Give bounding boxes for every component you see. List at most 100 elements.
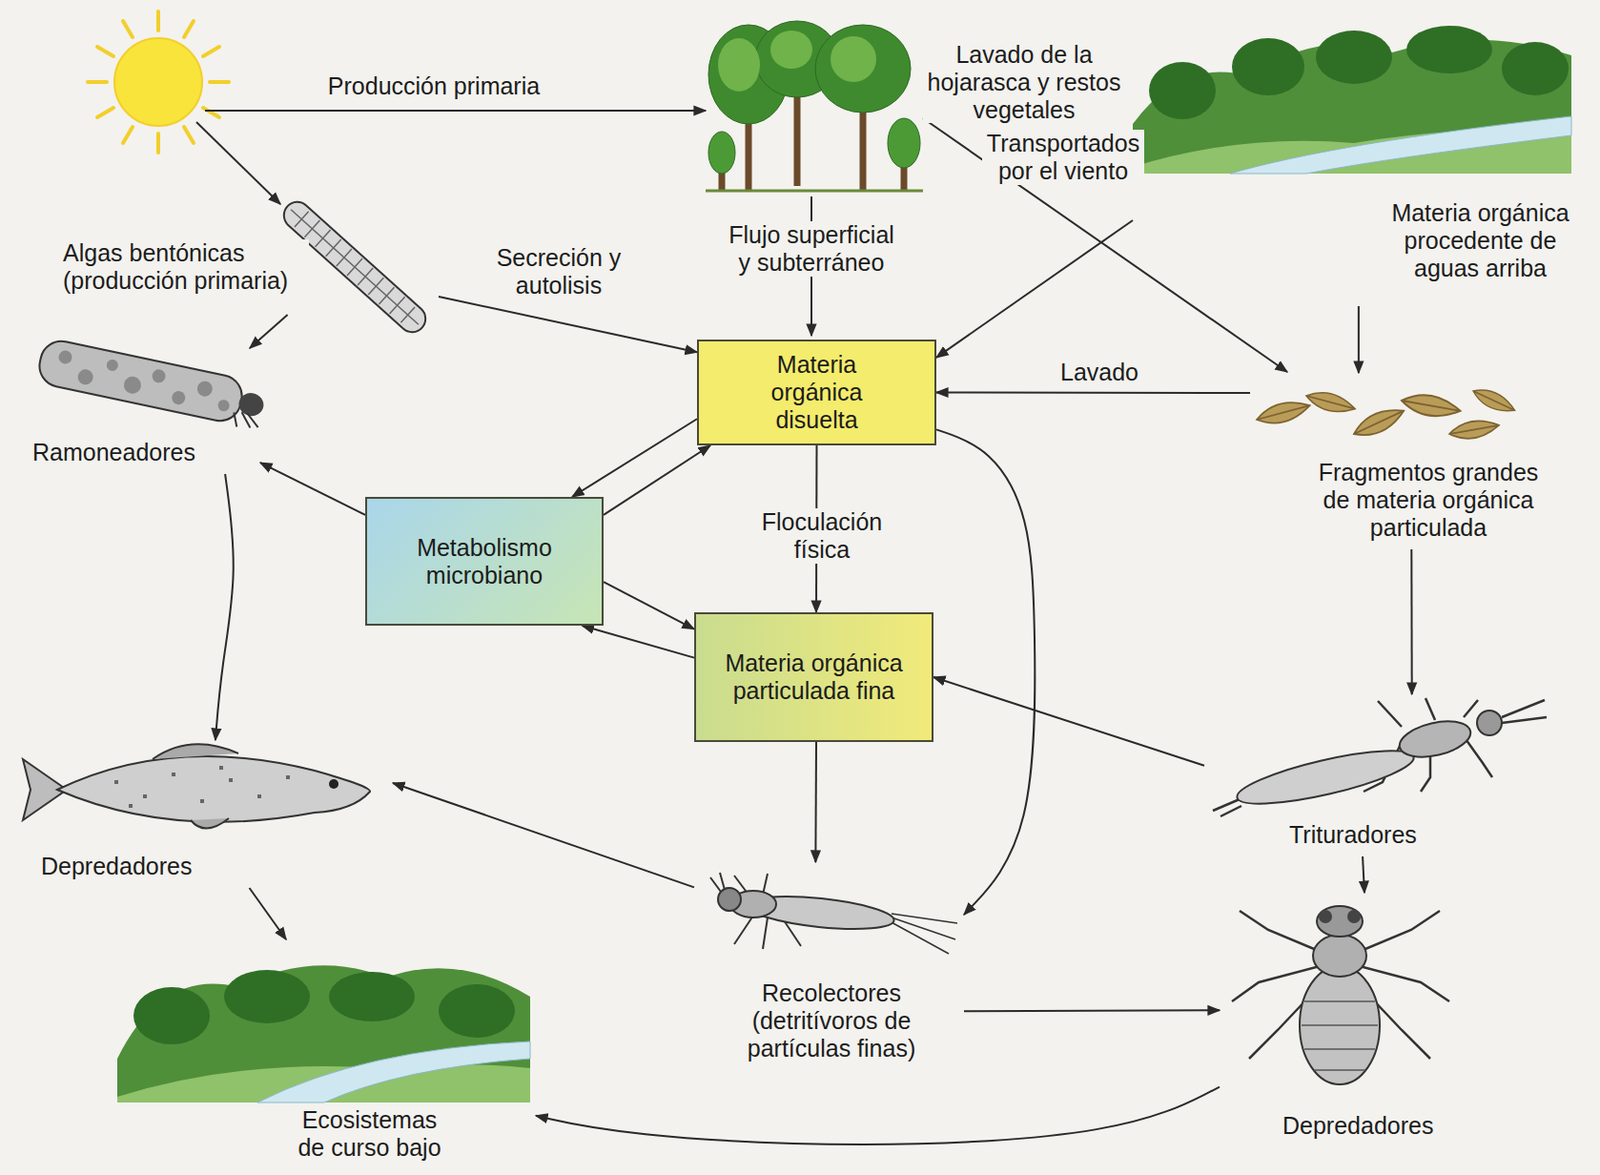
node-label: Algas bentónicas (producción primaria)	[61, 239, 309, 295]
leaf	[1350, 402, 1408, 443]
flow-connector	[603, 445, 711, 515]
organism-group: Algas bentónicas (producción primaria)	[61, 193, 439, 315]
leaf	[1254, 396, 1313, 429]
flow-connector	[582, 625, 696, 658]
leaf-litter	[1254, 384, 1518, 443]
canopy-highlight	[717, 38, 760, 92]
flow-connector	[249, 887, 288, 940]
upstream-landscape	[1132, 25, 1572, 174]
insect-eye	[1318, 909, 1333, 924]
flow-label: Lavado de la hojarasca y restos vegetale…	[923, 41, 1126, 124]
node-label: Ecosistemas de curso bajo	[290, 1106, 449, 1162]
process-box: Metabolismo microbiano	[365, 496, 604, 626]
case-stone	[76, 368, 95, 387]
tree-canopy	[815, 24, 911, 113]
flow-connector	[936, 429, 1035, 915]
leaf	[1447, 416, 1500, 443]
canopy-highlight	[770, 30, 813, 69]
node-label: Recolectores (detritívoros de partículas…	[740, 979, 923, 1062]
flow-connector	[392, 782, 695, 887]
mayfly-nymph	[710, 872, 958, 954]
case-stone	[57, 348, 74, 366]
tree-clump	[1148, 61, 1216, 120]
organism-group: Recolectores (detritívoros de partículas…	[694, 861, 965, 1072]
fish-body	[57, 756, 370, 822]
flow-connector	[535, 1087, 1220, 1145]
flow-label: Producción primaria	[319, 72, 549, 101]
caddis-larva	[35, 337, 268, 432]
organic-matter-group: Fragmentos grandes de materia orgánica p…	[1250, 372, 1567, 550]
flow-arrow	[205, 109, 706, 112]
insect-head	[1476, 710, 1502, 736]
tree-clump	[1501, 41, 1569, 96]
case-stone	[150, 368, 167, 385]
tree-canopy	[708, 131, 736, 174]
process-box: Materia orgánica particulada fina	[694, 612, 934, 742]
flow-connector	[936, 220, 1133, 358]
insect-abdomen	[1232, 739, 1417, 815]
flow-connector	[936, 391, 1251, 395]
fish-spots	[114, 767, 290, 806]
node-label: Depredadores	[39, 852, 230, 881]
flow-connector	[249, 314, 288, 349]
case-stone	[195, 379, 214, 398]
leaf	[1304, 387, 1358, 417]
ground-line	[705, 189, 924, 193]
tree-canopy	[887, 118, 921, 168]
flow-label: Flujo superficial y subterráneo	[720, 221, 903, 277]
flow-connector	[438, 296, 698, 352]
flow-connector	[603, 581, 695, 630]
tree-clump	[328, 971, 415, 1022]
flow-connector	[814, 741, 818, 862]
node-label: Ramoneadores	[30, 438, 222, 467]
tree-clump	[438, 984, 515, 1038]
abdomen-segments	[1301, 1001, 1378, 1070]
node-label: Metabolismo microbiano	[403, 533, 566, 590]
case-stone	[122, 374, 143, 395]
flow-arrow	[196, 122, 281, 205]
insect-abdomen	[1299, 965, 1380, 1085]
edge-label: Secreción y autolisis	[492, 244, 626, 300]
larva-legs	[230, 410, 261, 431]
flow-arrow	[923, 118, 1288, 372]
insect-legs	[1212, 697, 1547, 817]
sun-disc	[114, 38, 203, 126]
flow-arrows	[196, 110, 1288, 372]
fish-figure	[22, 743, 370, 828]
flow-connector	[933, 676, 1205, 766]
flow-connector	[260, 462, 366, 515]
sun-rays	[87, 11, 229, 153]
edge-label: Lavado	[1056, 358, 1143, 387]
tree-clump	[1406, 25, 1493, 74]
tree-clump	[224, 969, 310, 1024]
process-box: Materia orgánica disuelta	[697, 339, 937, 446]
case-stone	[217, 398, 231, 412]
organism-group: Ramoneadores	[25, 348, 261, 474]
node-label: Materia orgánica disuelta	[759, 350, 875, 433]
tree-clump	[133, 986, 210, 1045]
insect-eye	[1347, 909, 1361, 924]
flow-connector	[1410, 549, 1413, 695]
flow-connector	[964, 1008, 1220, 1012]
flow-connector	[215, 473, 234, 740]
node-label: Materia orgánica procedente de aguas arr…	[1387, 199, 1574, 282]
node-label: Trituradores	[1287, 820, 1440, 849]
node-label: Fragmentos grandes de materia orgánica p…	[1313, 458, 1543, 541]
source-group: Materia orgánica procedente de aguas arr…	[1132, 20, 1581, 307]
node-label: Materia orgánica particulada fina	[716, 649, 912, 705]
organism-group: Depredadores	[1219, 892, 1470, 1149]
leaf	[1470, 384, 1518, 418]
insect-head	[1316, 905, 1363, 937]
stonefly-nymph	[1212, 697, 1547, 817]
insect-thorax	[1395, 715, 1475, 763]
larva-case	[35, 337, 246, 426]
larva-head	[236, 390, 266, 419]
edge-label: Floculación física	[755, 508, 889, 564]
case-stone	[170, 389, 187, 407]
fish-fins	[152, 743, 239, 828]
flow-connector	[1357, 306, 1360, 373]
flow-connector	[1362, 856, 1365, 893]
ecosystem-group: Ecosistemas de curso bajo	[112, 939, 536, 1169]
